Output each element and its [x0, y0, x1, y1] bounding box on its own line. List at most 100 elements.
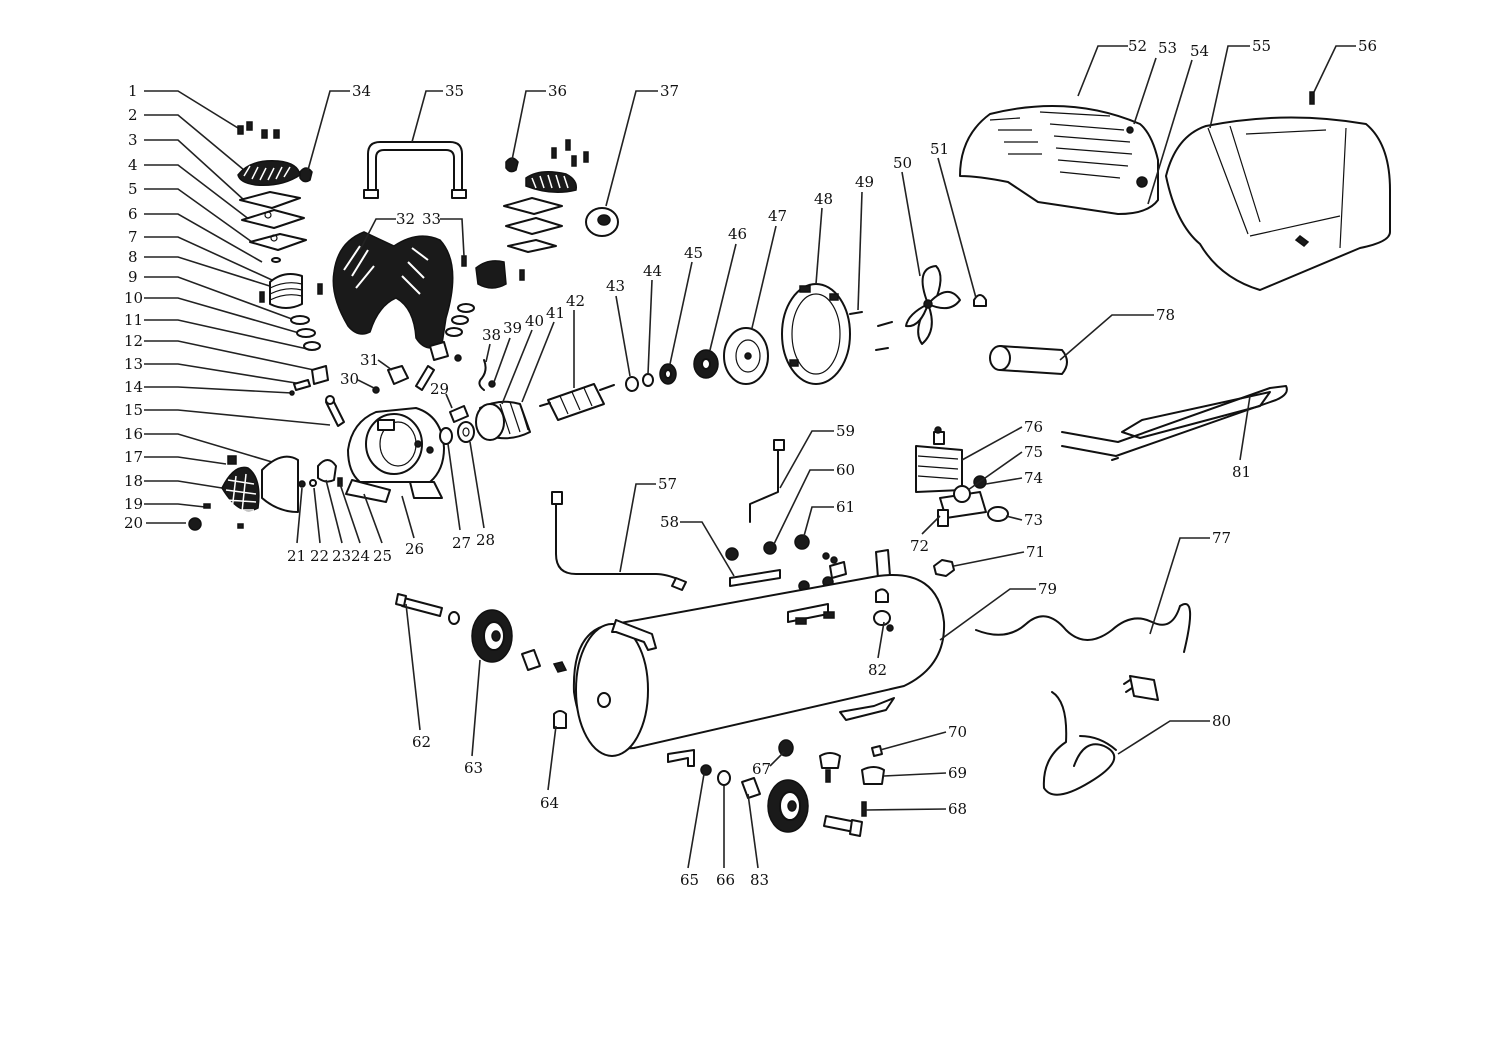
part-label-11: 11 — [124, 311, 143, 329]
part-label-15: 15 — [124, 401, 143, 419]
spacer-64 — [521, 649, 568, 729]
part-label-62: 62 — [412, 733, 431, 751]
power-cord-77 — [975, 603, 1192, 701]
part-label-64: 64 — [540, 794, 559, 812]
part-label-32: 32 — [396, 210, 415, 228]
part-label-67: 67 — [752, 760, 771, 778]
fan-shroud-ring-48 — [781, 283, 851, 385]
nut-71 — [933, 559, 955, 577]
cylinder-head-bolts-left — [237, 121, 280, 139]
part-label-3: 3 — [128, 131, 138, 149]
part-label-2: 2 — [128, 106, 138, 124]
fan-hub-46 — [693, 349, 719, 379]
valve-plates-left — [239, 191, 307, 263]
part-label-14: 14 — [124, 378, 143, 396]
part-label-31: 31 — [360, 351, 379, 369]
bracket-58-61 — [725, 534, 891, 592]
piston-rings-left — [289, 315, 329, 396]
pressure-switch-76 — [915, 426, 963, 493]
rotor-42 — [539, 383, 615, 421]
part-label-54: 54 — [1190, 42, 1209, 60]
carry-handle-35 — [363, 141, 467, 199]
part-label-47: 47 — [768, 207, 787, 225]
crank-parts — [298, 440, 434, 488]
part-label-60: 60 — [836, 461, 855, 479]
part-label-19: 19 — [124, 495, 143, 513]
part-label-69: 69 — [948, 764, 967, 782]
part-label-81: 81 — [1232, 463, 1251, 481]
pulley-37 — [585, 207, 619, 237]
part-label-58: 58 — [660, 513, 679, 531]
part-label-77: 77 — [1212, 529, 1231, 547]
pipe-fittings-29-31 — [372, 365, 469, 423]
part-label-40: 40 — [525, 312, 544, 330]
part-label-55: 55 — [1252, 37, 1271, 55]
motor-parts-38-41 — [475, 359, 531, 441]
left-leader-lines — [144, 90, 331, 524]
screw-56 — [1309, 91, 1315, 105]
part-label-42: 42 — [566, 292, 585, 310]
part-label-46: 46 — [728, 225, 747, 243]
part-label-37: 37 — [660, 82, 679, 100]
part-label-1: 1 — [128, 82, 138, 100]
part-label-38: 38 — [482, 326, 501, 344]
part-label-53: 53 — [1158, 39, 1177, 57]
air-filter — [221, 455, 260, 513]
part-label-80: 80 — [1212, 712, 1231, 730]
fan-cover-small — [261, 455, 299, 513]
part-label-76: 76 — [1024, 418, 1043, 436]
part-label-27: 27 — [452, 534, 471, 552]
part-label-6: 6 — [128, 205, 138, 223]
check-pipe-59 — [749, 439, 785, 523]
pipe-78 — [989, 345, 1068, 375]
part-label-59: 59 — [836, 422, 855, 440]
part-label-4: 4 — [128, 156, 138, 174]
connecting-rod-left — [325, 395, 345, 427]
part-label-16: 16 — [124, 425, 143, 443]
part-label-9: 9 — [128, 268, 138, 286]
wheel-83 — [767, 779, 809, 833]
motor-endcap-47 — [723, 327, 769, 385]
part-label-8: 8 — [128, 248, 138, 266]
part-label-52: 52 — [1128, 37, 1147, 55]
bearing-washers — [439, 421, 475, 445]
belt-guard-52 — [959, 105, 1159, 215]
part-label-74: 74 — [1024, 469, 1043, 487]
axle-bolt-62 — [395, 593, 460, 625]
part-label-30: 30 — [340, 370, 359, 388]
part-label-43: 43 — [606, 277, 625, 295]
part-label-68: 68 — [948, 800, 967, 818]
cart-handle-81 — [1061, 385, 1288, 461]
fan-blade-50 — [905, 265, 961, 345]
part-label-45: 45 — [684, 244, 703, 262]
wheel-parts-65-67 — [700, 739, 794, 799]
cylinder-head-right — [503, 139, 589, 253]
part-label-61: 61 — [836, 498, 855, 516]
part-label-35: 35 — [445, 82, 464, 100]
part-label-7: 7 — [128, 228, 138, 246]
cylinder-head-left — [237, 160, 301, 187]
left-label-column: 1 2 3 4 5 6 7 8 9 10 11 12 13 14 15 16 1… — [124, 82, 143, 532]
part-label-72: 72 — [910, 537, 929, 555]
callout-labels: 21 22 23 24 25 26 27 28 29 30 31 32 33 3… — [287, 37, 1377, 889]
part-label-71: 71 — [1026, 543, 1045, 561]
part-label-70: 70 — [948, 723, 967, 741]
part-label-57: 57 — [658, 475, 677, 493]
part-label-23: 23 — [332, 547, 351, 565]
air-hose-80 — [1042, 691, 1117, 796]
part-label-12: 12 — [124, 332, 143, 350]
part-label-36: 36 — [548, 82, 567, 100]
part-label-65: 65 — [680, 871, 699, 889]
part-label-75: 75 — [1024, 443, 1043, 461]
part-label-78: 78 — [1156, 306, 1175, 324]
part-label-56: 56 — [1358, 37, 1377, 55]
motor-cover-55 — [1165, 116, 1391, 291]
manifold-72-75 — [937, 475, 1009, 527]
feet-68-70 — [819, 745, 885, 837]
air-tank-79 — [572, 574, 946, 767]
part-label-17: 17 — [124, 448, 143, 466]
part-label-66: 66 — [716, 871, 735, 889]
cylinder-left — [259, 273, 323, 309]
part-label-50: 50 — [893, 154, 912, 172]
